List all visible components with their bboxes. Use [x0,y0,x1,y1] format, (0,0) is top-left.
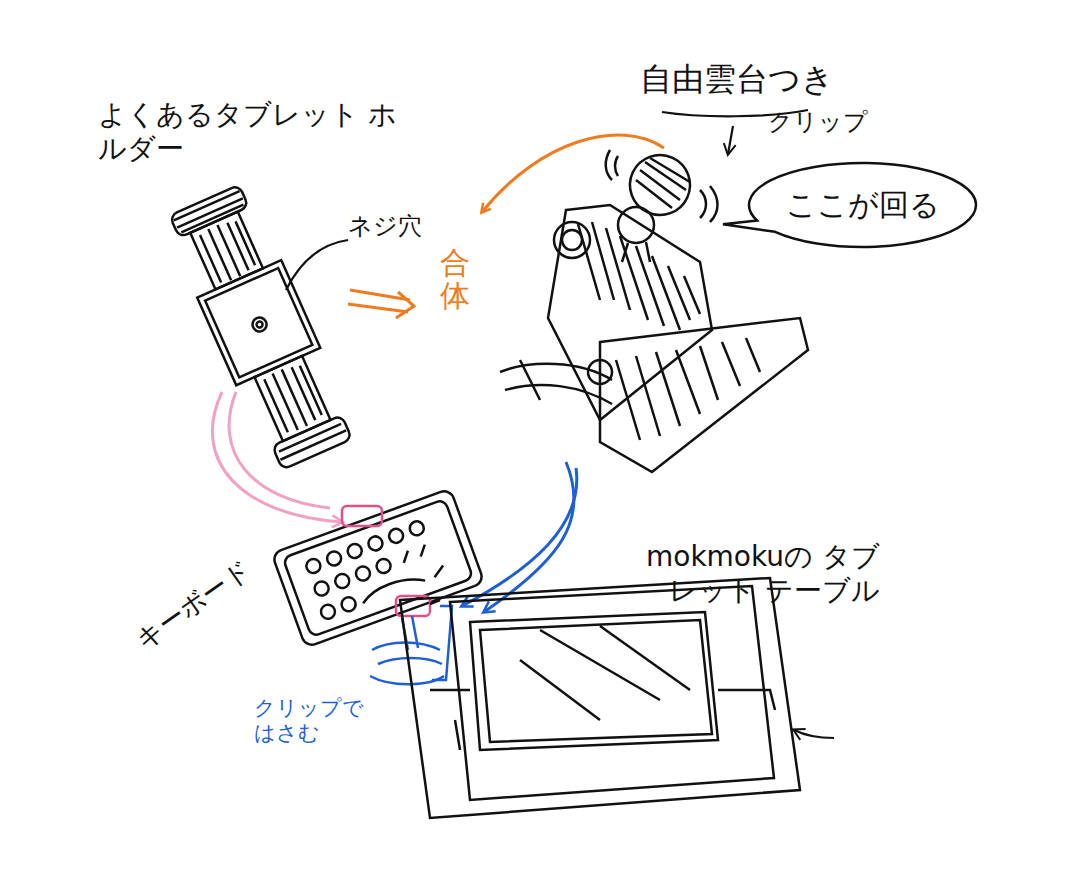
note-label: ネジ穴 [348,212,468,241]
combine-arrow [482,135,664,212]
tablet-holder [162,182,359,473]
speech-bubble: ここが回る [747,161,978,249]
note-label: mokmokuの タブレット テーブル [640,540,880,607]
leader-line [286,240,348,290]
leader-arrow [794,730,834,738]
note-label: クリップ [768,108,908,137]
note-label: クリップで はさむ [254,696,374,746]
leader-arrow [728,126,733,154]
blue-arrow [462,468,577,606]
pink-arrow [229,392,330,508]
magenta-mark [342,506,382,526]
note-label: 合体 [440,246,470,312]
note-label: 自由雲台つき [640,60,900,98]
bubble-text: ここが回る [786,185,940,226]
pink-arrow [212,392,342,522]
tablet-table [400,578,800,818]
note-label: よくあるタブレット ホルダー [98,98,398,165]
combine-arrow [396,292,414,318]
